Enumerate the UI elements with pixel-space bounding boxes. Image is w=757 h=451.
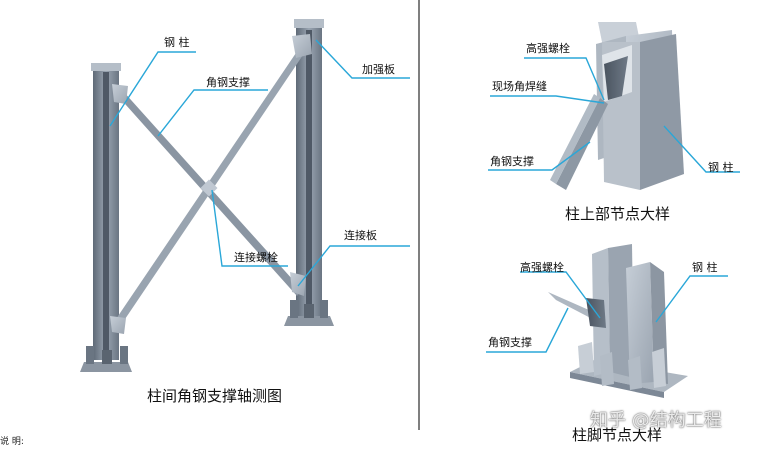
label-angle-brace-base: 角钢支撑 [488,336,532,349]
column-top-node-detail [550,22,684,190]
label-stiffener-plate: 加强板 [362,63,395,76]
caption-bottom-right-figure: 柱脚节点大样 [572,426,663,444]
label-steel-column-base: 钢 柱 [692,261,718,274]
label-angle-brace-top: 角钢支撑 [490,155,534,168]
angle-brace-x [110,34,312,334]
caption-top-right-figure: 柱上部节点大样 [565,205,671,223]
footer-note: 说 明: [0,437,24,447]
label-steel-column: 钢 柱 [164,36,190,49]
leader-lines [109,39,740,353]
label-high-strength-bolt-base: 高强螺栓 [520,261,564,274]
label-angle-brace: 角钢支撑 [206,76,250,89]
label-connecting-bolt: 连接螺栓 [234,251,278,264]
left-column-assembly [80,19,334,372]
label-high-strength-bolt-top: 高强螺栓 [526,42,570,55]
label-site-fillet-weld: 现场角焊缝 [492,80,547,93]
caption-left-figure: 柱间角钢支撑轴测图 [147,387,283,405]
label-steel-column-top: 钢 柱 [708,161,734,174]
label-connecting-plate: 连接板 [344,229,377,242]
watermark: 知乎 @结构工程 [590,410,722,431]
column-base-node-detail [548,244,688,398]
right-steel-column [284,19,334,326]
